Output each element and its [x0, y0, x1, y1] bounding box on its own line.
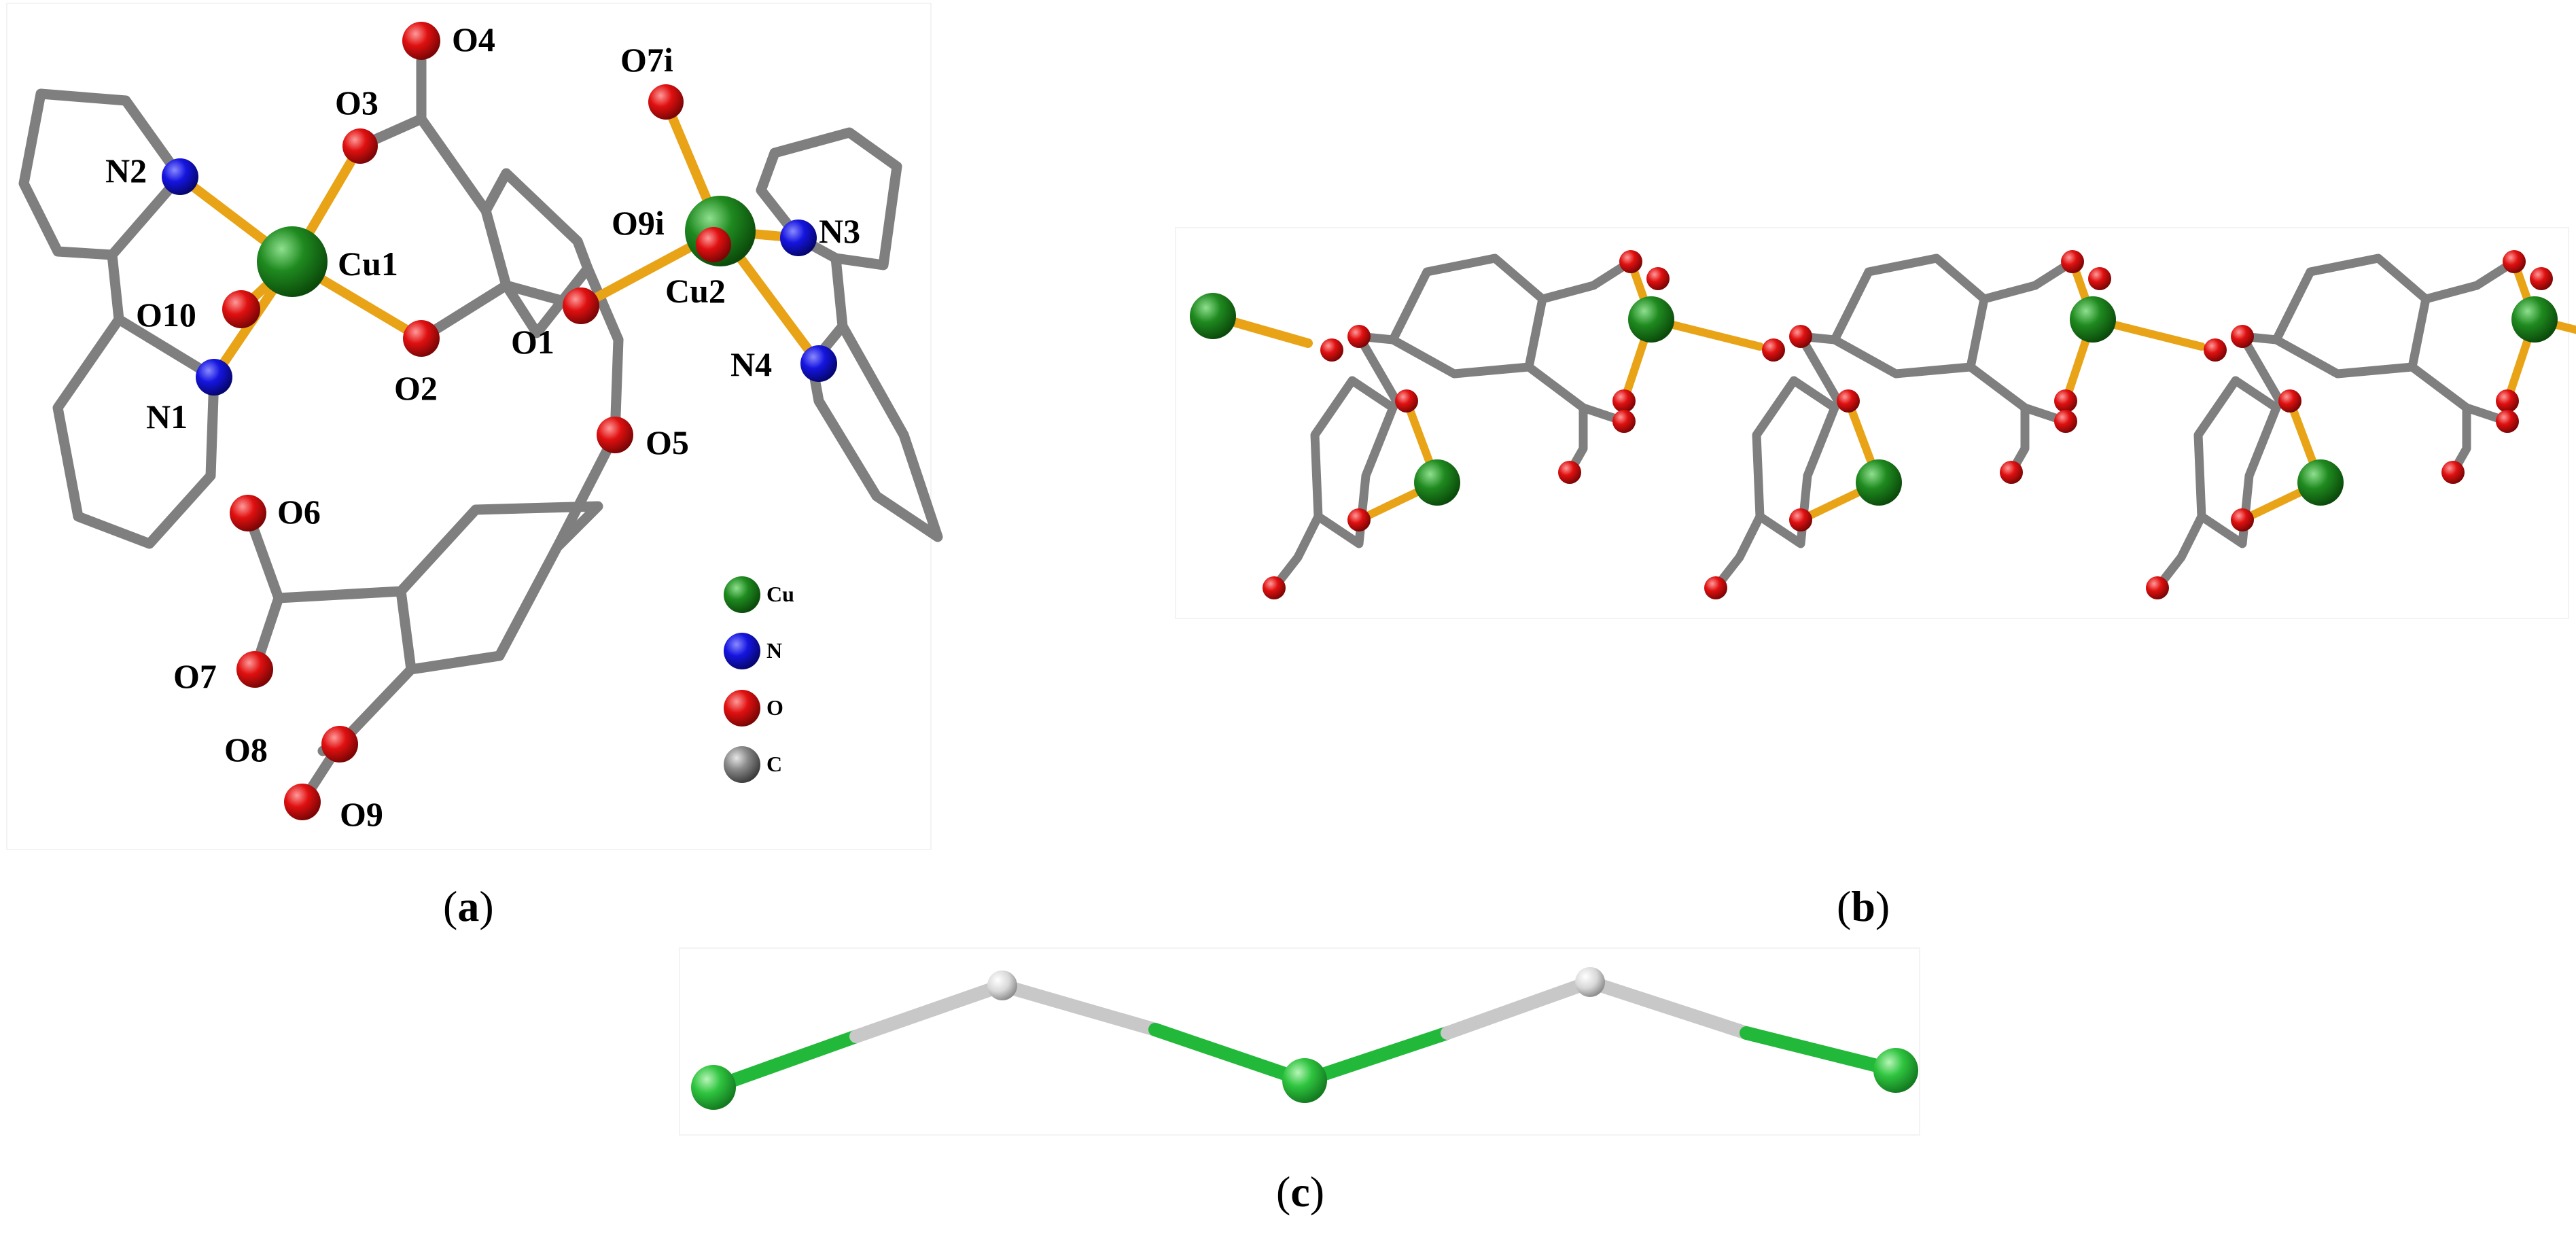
chain-c-link-node-2: [1575, 967, 1605, 997]
ether-link: [552, 430, 620, 553]
chain-c-link-bond-3: [1441, 975, 1597, 1040]
chain-c-link-bond-4: [1583, 975, 1753, 1040]
atom-n1: [196, 359, 232, 396]
atom-n2: [162, 158, 198, 195]
label-cu1: Cu1: [338, 245, 398, 283]
pyridine-ring-right-upper: [756, 127, 902, 270]
unit-o-a: [1347, 325, 1371, 348]
atom-o6: [230, 495, 266, 531]
atom-o5: [597, 417, 633, 453]
panel-a-atom-labels: O4 O3 O7i N2 Cu1 O9i N3 Cu2 O10 O1 N4 N1…: [105, 20, 860, 833]
label-o7i: O7i: [620, 41, 673, 79]
legend-n-label: N: [766, 638, 782, 663]
atom-n3: [780, 220, 817, 256]
unit-carboxylate-upper: [1538, 257, 1636, 304]
unit-o-e: [1263, 576, 1286, 599]
atom-o7i: [648, 84, 684, 120]
label-o8: O8: [224, 731, 268, 769]
atom-o4: [402, 22, 440, 60]
label-o10: O10: [136, 296, 196, 334]
panel-b-caption: (b): [1837, 882, 1890, 930]
chain-c-cu-bond-1: [707, 1030, 863, 1094]
label-o9i: O9i: [612, 204, 665, 242]
chain-c-cu-bond-4: [1740, 1026, 1903, 1077]
unit-atoms: [1263, 250, 1674, 599]
panel-a-caption-letter: a: [457, 882, 479, 930]
atom-o10: [222, 290, 260, 328]
ring-o5-link-a: [582, 263, 624, 345]
label-o3: O3: [335, 84, 378, 122]
atom-o7: [236, 651, 273, 688]
panel-b: (b): [1175, 227, 2576, 930]
panel-c: (c): [679, 947, 1920, 1216]
unit-o-c: [1395, 389, 1418, 413]
label-cu2: Cu2: [665, 272, 726, 310]
panel-c-caption-letter: c: [1290, 1168, 1309, 1216]
unit-o-i: [1612, 410, 1636, 433]
chain-b-unit: [1263, 250, 1764, 599]
legend-o-swatch: [724, 690, 760, 726]
pyridine-ring-right-lower: [807, 253, 943, 542]
unit-o-j: [1558, 461, 1581, 484]
chain-c-cu-node-3: [1873, 1048, 1918, 1093]
panel-a-legend: Cu N O C: [724, 576, 794, 783]
label-o4: O4: [452, 20, 495, 58]
legend-c-swatch: [724, 746, 760, 783]
atom-n4: [800, 345, 837, 382]
label-o9: O9: [340, 795, 383, 833]
unit-carboxylate-lower: [1524, 362, 1588, 477]
legend-o-label: O: [766, 695, 783, 720]
label-o5: O5: [646, 423, 689, 461]
atom-o1: [563, 287, 599, 324]
label-n4: N4: [730, 345, 772, 383]
label-o2: O2: [394, 369, 438, 407]
pyridine-ring-lower: [52, 314, 219, 549]
bipyridine-link: [107, 249, 124, 325]
chain-c-cu-bond-2: [1148, 1023, 1311, 1087]
unit-o-d: [1347, 508, 1371, 531]
panel-a: O4 O3 O7i N2 Cu1 O9i N3 Cu2 O10 O1 N4 N1…: [6, 3, 943, 930]
legend-n-swatch: [724, 633, 760, 669]
label-o1: O1: [511, 323, 554, 361]
atom-cu1: [257, 226, 328, 297]
unit-cu-lower: [1414, 459, 1460, 506]
legend-cu-swatch: [724, 576, 760, 613]
chain-c-cu-node-1: [691, 1065, 736, 1110]
label-o7: O7: [173, 657, 217, 695]
legend-cu-label: Cu: [766, 582, 794, 606]
panel-c-frame: [679, 947, 1920, 1136]
unit-o-f: [1619, 250, 1642, 273]
panel-c-caption: (c): [1276, 1168, 1324, 1216]
panel-a-atoms: [162, 22, 837, 820]
label-n1: N1: [146, 398, 188, 436]
unit-cu-upper: [1628, 296, 1674, 343]
atom-o9: [284, 784, 321, 820]
atom-o3: [342, 128, 378, 164]
legend-c-label: C: [766, 752, 782, 776]
label-o6: O6: [277, 493, 321, 531]
panel-b-frame: [1175, 227, 2569, 619]
chain-c-cu-bond-3: [1298, 1026, 1454, 1087]
panel-a-caption: (a): [443, 882, 494, 930]
chain-c-link-bond-2: [995, 979, 1162, 1036]
atom-o9i: [696, 227, 731, 262]
unit-lower-carboxylate: [1269, 512, 1323, 593]
chain-c-link-node-1: [987, 970, 1017, 1000]
unit-o-g: [1646, 267, 1670, 290]
atom-o8: [321, 726, 358, 763]
label-n2: N2: [105, 152, 147, 190]
atom-o2: [403, 320, 440, 357]
label-n3: N3: [819, 212, 860, 250]
chain-c-link-bond-1: [849, 979, 1009, 1043]
chain-c-bonds: [707, 975, 1903, 1094]
chain-c-cu-node-2: [1282, 1058, 1327, 1103]
panel-b-caption-letter: b: [1851, 882, 1875, 930]
chain-c-nodes: [691, 967, 1918, 1110]
chain-b-terminal-cu: [1190, 293, 1236, 339]
unit-o-b: [1320, 338, 1343, 362]
unit-o-h: [1612, 389, 1636, 413]
